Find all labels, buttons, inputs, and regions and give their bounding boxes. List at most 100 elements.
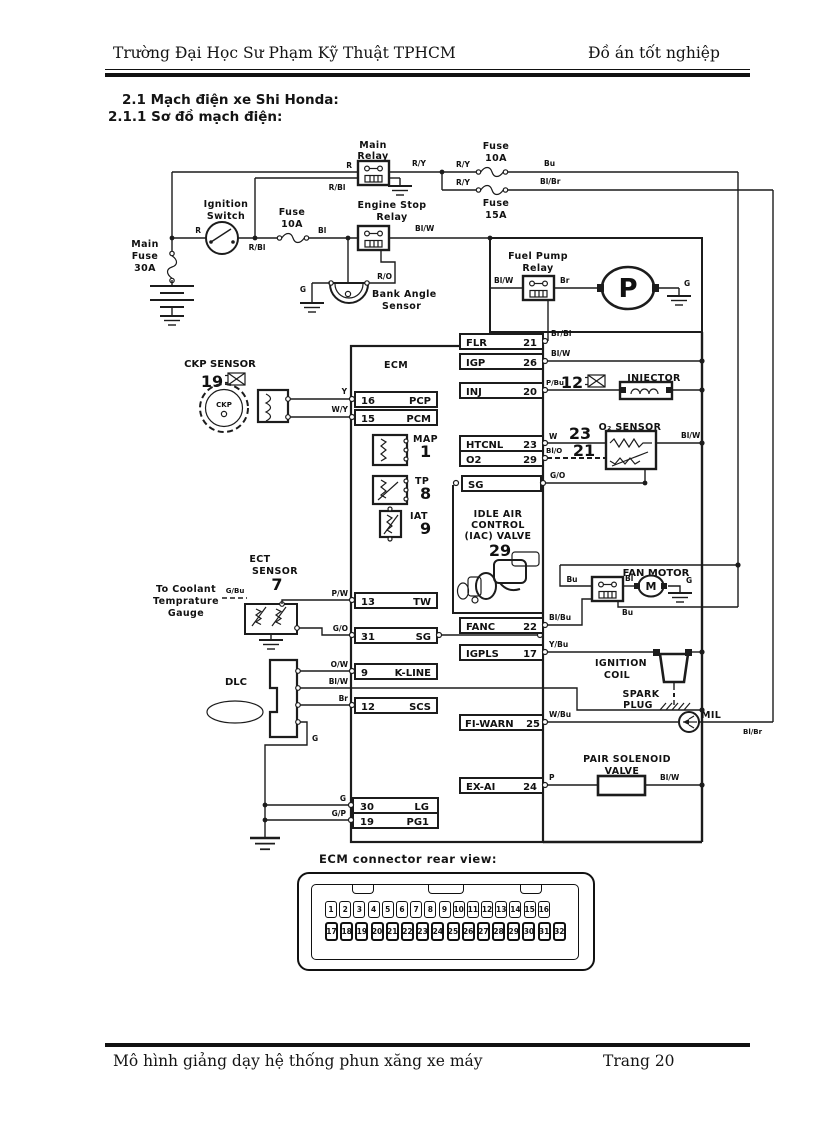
connector-pin: 7 xyxy=(410,901,423,918)
header-rule xyxy=(105,69,750,77)
pin-number: 25 xyxy=(526,719,540,730)
pin-number: 24 xyxy=(523,782,537,793)
label: Fuel Pump xyxy=(508,251,568,262)
pin-name: IGP xyxy=(466,358,485,369)
label: Temprature xyxy=(153,596,219,607)
label: MIL xyxy=(701,710,721,721)
wire-label: Bl/W xyxy=(551,349,571,358)
fuel-pump-relay: Fuel Pump Relay Bl/W Br P G xyxy=(489,237,703,341)
label: Relay xyxy=(522,263,554,274)
connector-pin: 17 xyxy=(325,922,338,941)
connector-pin: 21 xyxy=(385,922,399,941)
wire-label: Bu xyxy=(566,575,577,584)
label: (IAC) VALVE xyxy=(465,531,532,542)
connector-pin: 19 xyxy=(355,922,369,941)
sg-iac: SG G/O IDLE AIR CONTROL (IAC) VALVE 29 xyxy=(452,471,645,614)
tp-sensor: TP 8 xyxy=(371,474,431,506)
pin-sg31: 31 SG xyxy=(348,627,544,644)
wire-label: Bl/W xyxy=(415,224,435,233)
label: Main xyxy=(131,239,158,250)
label: CKP SENSOR xyxy=(184,359,256,370)
label: IGNITION xyxy=(595,658,647,669)
pin-number: 30 xyxy=(360,802,374,813)
ckp-sensor: CKP SENSOR 19 CKP Y W/Y xyxy=(184,359,350,433)
pin-number: 29 xyxy=(523,455,537,466)
connector-pin: 28 xyxy=(492,922,506,941)
pin-name: TW xyxy=(413,597,431,608)
wire-label: R/Y xyxy=(456,178,471,187)
label: TP xyxy=(415,476,429,487)
wire-label: Bl/W xyxy=(494,276,514,285)
section-heading: 2.1 Mạch điện xe Shi Honda: xyxy=(122,92,339,108)
wire-label: Bl/O xyxy=(546,447,562,455)
label: VALVE xyxy=(605,766,640,777)
header-left: Trường Đại Học Sư Phạm Kỹ Thuật TPHCM xyxy=(113,44,456,62)
label: To Coolant xyxy=(156,584,216,595)
pin-number: 19 xyxy=(360,817,374,828)
motor-letter: M xyxy=(646,580,657,593)
connector-pin: 22 xyxy=(400,922,414,941)
pin-pcm: 15 PCM xyxy=(348,409,438,426)
label: DLC xyxy=(225,677,247,688)
footer-left: Mô hình giảng dạy hệ thống phun xăng xe … xyxy=(113,1052,483,1070)
connector-tab xyxy=(352,885,374,894)
wire-label: P xyxy=(549,773,555,782)
label: Bank Angle xyxy=(372,289,437,300)
wire-label: R/Bl xyxy=(329,183,346,192)
pin-kline: 9 K-LINE xyxy=(348,663,438,680)
ecm-label: ECM xyxy=(384,360,408,371)
label: Fuse xyxy=(279,207,305,218)
connector-pin: 10 xyxy=(452,901,465,918)
pin-name: HTCNL xyxy=(466,440,504,451)
pin-number: 17 xyxy=(523,649,537,660)
footer-right: Trang 20 xyxy=(603,1052,675,1070)
label: ECT xyxy=(249,554,270,565)
label: FAN MOTOR xyxy=(623,568,690,579)
pin-igpls: IGPLS 17 Y/Bu xyxy=(459,640,656,661)
pin-number: 15 xyxy=(361,414,375,425)
pin-flr: FLR 21 Br/Bl xyxy=(459,329,571,350)
wire-label: R/Y xyxy=(456,160,471,169)
label: Ignition xyxy=(204,199,249,210)
wire-label: G xyxy=(684,279,690,288)
big-number: 19 xyxy=(201,372,223,391)
label: Engine Stop xyxy=(358,200,427,211)
connector-pin: 25 xyxy=(446,922,460,941)
connector-pin: 16 xyxy=(537,901,550,918)
wire-label: Bu xyxy=(544,159,555,168)
connector-pin: 2 xyxy=(339,901,352,918)
pin-lg: G 30 LG xyxy=(265,794,439,814)
connector-title: ECM connector rear view: xyxy=(319,852,497,866)
connector-pin: 13 xyxy=(495,901,508,918)
pin-name: SG xyxy=(468,480,483,491)
wire-label: W xyxy=(549,432,558,441)
label: INJECTOR xyxy=(627,373,681,384)
wire-label: G/O xyxy=(333,624,348,633)
wire-label: Bl/Bu xyxy=(549,613,571,622)
ignition-coil: IGNITION COIL xyxy=(595,649,702,690)
pin-number: 13 xyxy=(361,597,375,608)
ecm-connector-outline xyxy=(297,872,595,971)
big-number: 1 xyxy=(420,442,431,461)
big-number: 29 xyxy=(489,541,511,560)
connector-pin: 9 xyxy=(438,901,451,918)
wire-label: O/W xyxy=(331,660,349,669)
pin-name: PCP xyxy=(409,396,431,407)
pin-fiwarn-mil: FI-WARN 25 W/Bu MIL Bl/Br xyxy=(459,710,773,736)
big-number: 21 xyxy=(573,441,595,460)
pin-name: IGPLS xyxy=(466,649,499,660)
wire-label: Bl/W xyxy=(329,677,349,686)
wire-label: R/Y xyxy=(412,159,427,168)
label: Fuse xyxy=(483,198,509,209)
pin-number: 9 xyxy=(361,668,368,679)
wire-label: Bl/W xyxy=(660,773,680,782)
connector-pin: 18 xyxy=(340,922,354,941)
connector-pin: 1 xyxy=(325,901,337,918)
pin-pg1: G/P 19 PG1 xyxy=(265,809,439,829)
connector-pin: 23 xyxy=(416,922,430,941)
label: 15A xyxy=(485,210,507,221)
wire-label: G xyxy=(340,794,346,803)
